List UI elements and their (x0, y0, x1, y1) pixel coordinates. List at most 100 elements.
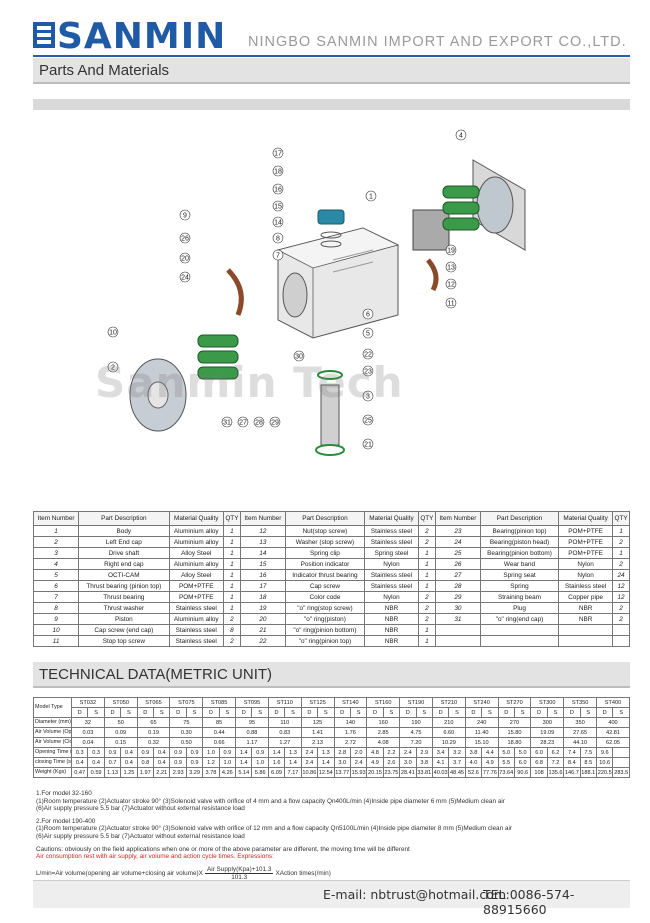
value-cell: 3.78 (202, 767, 220, 778)
ds-label: D (595, 707, 614, 718)
air-consumption-note: Air consumption rest with air supply, ai… (36, 853, 274, 861)
value-cell: 1.76 (333, 727, 368, 738)
value-cell: 5.86 (251, 767, 269, 778)
value-cell: 1.27 (267, 737, 302, 748)
value-cell: 0.09 (103, 727, 138, 738)
value-cell: 0.4 (153, 747, 171, 758)
formula-denominator: 101.3 (231, 874, 248, 881)
value-cell: 4.4 (481, 747, 499, 758)
parts-cell: POM+PTFE (558, 536, 614, 548)
model-name: ST065 (136, 697, 171, 708)
note-2-line2: (6)Air supply pressure 5.5 bar (7)Actuat… (36, 832, 245, 840)
parts-cell: Piston (78, 613, 170, 625)
position-indicator (317, 209, 345, 248)
parts-cell: Nylon (363, 591, 419, 603)
value-cell: 0.9 (169, 747, 187, 758)
model-name: ST270 (497, 697, 532, 708)
parts-cell: 2 (417, 591, 436, 603)
svg-text:3: 3 (366, 394, 370, 401)
value-cell: 12.54 (317, 767, 335, 778)
value-cell: 240 (464, 717, 499, 728)
parts-table: Item Number Part Description Material Qu… (32, 511, 630, 647)
parts-cell: Drive shaft (78, 547, 170, 559)
parts-cell: 1 (222, 580, 241, 592)
value-cell: 0.44 (202, 727, 237, 738)
parts-cell (612, 635, 630, 647)
parts-cell: POM+PTFE (558, 525, 614, 537)
value-cell: 0.7 (103, 757, 122, 768)
parts-cell: 1 (417, 558, 436, 570)
value-cell: 7.5 (579, 747, 598, 758)
value-cell: 6.0 (513, 757, 532, 768)
value-cell: 3.2 (448, 747, 466, 758)
parts-cell: 5 (32, 569, 80, 581)
callout-24: 24 (179, 271, 191, 283)
sanmin-logo-icon (33, 22, 55, 48)
svg-text:13: 13 (447, 265, 455, 272)
ds-label: D (431, 707, 450, 718)
value-cell: 188.1 (579, 767, 598, 778)
value-cell: 0.4 (120, 757, 138, 768)
value-cell: 6.60 (431, 727, 466, 738)
ds-label: S (218, 707, 237, 718)
left-springs (197, 334, 239, 380)
parts-cell (479, 624, 560, 636)
callout-10: 10 (107, 326, 119, 338)
value-cell: 2.93 (169, 767, 187, 778)
value-cell: 3.0 (333, 757, 351, 768)
col-material-quality: Material Quality (168, 511, 224, 526)
callout-25: 25 (362, 414, 374, 426)
section-parts-title: Parts And Materials (39, 62, 170, 79)
value-cell: 2.6 (382, 757, 401, 768)
value-cell: 135.6 (546, 767, 565, 778)
value-cell: 2.21 (153, 767, 171, 778)
model-name: ST190 (399, 697, 433, 708)
parts-cell: 16 (239, 569, 286, 581)
ds-label: D (235, 707, 253, 718)
value-cell: 190 (399, 717, 433, 728)
section-parts-header: Parts And Materials (33, 58, 630, 84)
value-cell: 73.64 (497, 767, 515, 778)
value-cell: 300 (530, 717, 565, 728)
callout-8: 8 (272, 232, 284, 244)
parts-cell: Aluminium alloy (168, 525, 224, 537)
value-cell: 0.03 (71, 727, 105, 738)
value-cell: 18.80 (497, 737, 532, 748)
parts-cell: 29 (434, 591, 481, 603)
value-cell: 2.72 (333, 737, 368, 748)
parts-cell: Thrust washer (78, 602, 170, 614)
ds-label: D (399, 707, 417, 718)
callout-26: 26 (179, 232, 191, 244)
parts-cell: 1 (417, 635, 436, 647)
svg-text:16: 16 (274, 187, 282, 194)
callout-31: 31 (221, 416, 233, 428)
parts-cell: Washer (stop screw) (284, 536, 365, 548)
ds-label: D (366, 707, 384, 718)
parts-cell: 4 (32, 558, 80, 570)
parts-cell: Stainless steel (168, 602, 224, 614)
parts-cell: 10 (32, 624, 80, 636)
svg-text:14: 14 (274, 220, 282, 227)
svg-text:23: 23 (364, 369, 372, 376)
ds-label: D (136, 707, 155, 718)
parts-cell: 1 (417, 624, 436, 636)
value-cell: 0.50 (169, 737, 204, 748)
callout-15: 15 (272, 200, 284, 212)
parts-cell: 13 (239, 536, 286, 548)
parts-cell: 8 (222, 624, 241, 636)
parts-cell: Stainless steel (363, 569, 419, 581)
value-cell: 1.4 (235, 747, 253, 758)
col-material-quality: Material Quality (558, 511, 614, 526)
watermark: Sanmin Tech (95, 358, 404, 407)
ds-label: D (464, 707, 483, 718)
callout-11: 11 (445, 297, 457, 309)
parts-header-row: Item Number Part Description Material Qu… (32, 511, 630, 526)
parts-cell: 2 (222, 635, 241, 647)
col-qty: QTY (612, 511, 630, 526)
parts-cell: 19 (239, 602, 286, 614)
